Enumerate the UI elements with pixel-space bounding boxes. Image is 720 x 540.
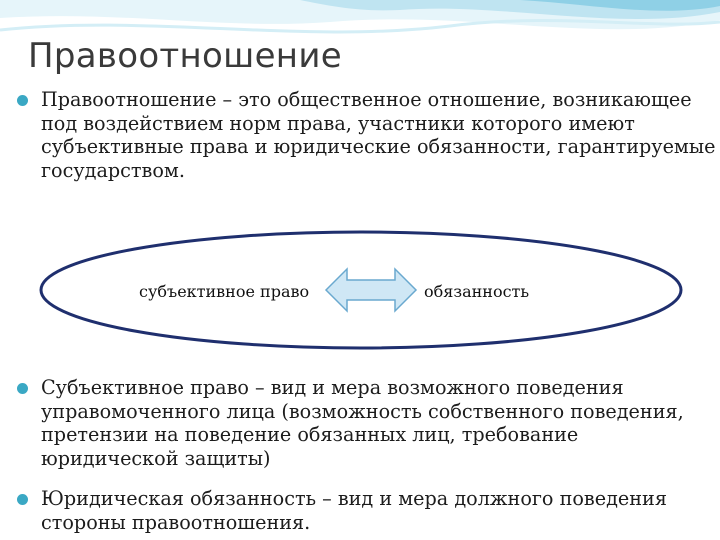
bullet-dot-icon [17, 383, 28, 394]
relation-diagram: субъективное право обязанность [36, 228, 686, 352]
bullet-dot-icon [17, 95, 28, 106]
double-arrow-icon [324, 267, 418, 313]
diagram-right-label: обязанность [424, 282, 530, 301]
bullet-subjective-right: Субъективное право – вид и мера возможно… [14, 376, 718, 470]
bullet-text: Юридическая обязанность – вид и мера дол… [41, 487, 667, 534]
bullet-dot-icon [17, 494, 28, 505]
top-wave-decoration [0, 0, 720, 34]
bullet-legal-obligation: Юридическая обязанность – вид и мера дол… [14, 487, 718, 534]
bullet-text: Правоотношение – это общественное отноше… [41, 88, 716, 182]
slide-title: Правоотношение [28, 36, 342, 76]
bullet-definition: Правоотношение – это общественное отноше… [14, 88, 718, 182]
diagram-left-label: субъективное право [139, 282, 310, 301]
bullet-text: Субъективное право – вид и мера возможно… [41, 376, 684, 470]
